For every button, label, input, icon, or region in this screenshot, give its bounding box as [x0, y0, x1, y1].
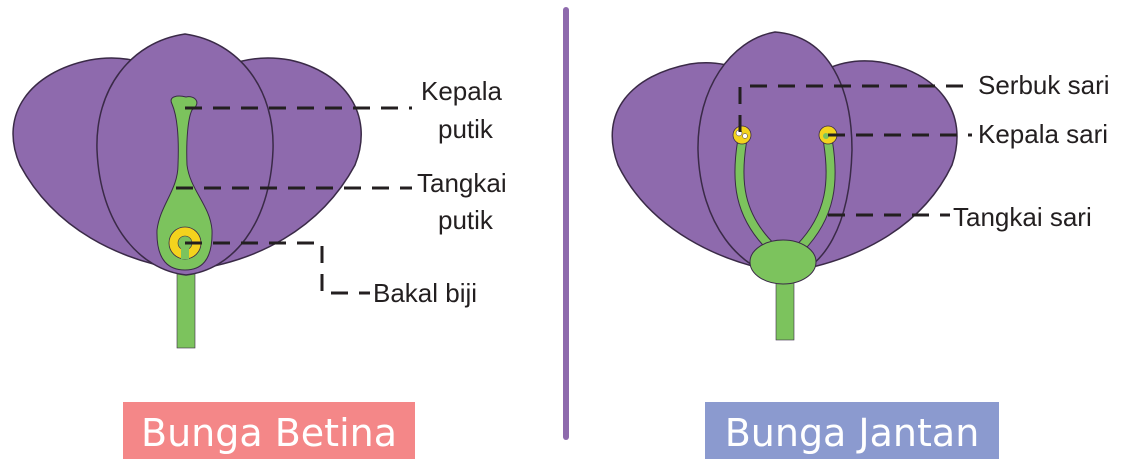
label-kepala-sari: Kepala sari: [978, 119, 1108, 149]
pollen-leader-line: [738, 84, 972, 132]
label-bakal-biji: Bakal biji: [373, 278, 477, 308]
male-flower: [611, 31, 958, 341]
ovule-leader-line: [185, 241, 370, 295]
female-title: Bunga Betina: [141, 411, 397, 455]
male-filament-right-fill: [796, 138, 835, 252]
male-anther-right-core: [823, 133, 829, 139]
pollen-grain-2: [742, 133, 748, 139]
male-leader-lines: [738, 84, 972, 217]
male-anther-left: [732, 125, 752, 145]
male-petal-center: [697, 31, 853, 279]
female-flower: [12, 33, 362, 349]
label-kepala-putik-line1: Kepala: [421, 76, 502, 106]
female-ovule-stalk: [181, 247, 189, 259]
male-receptacle: [749, 239, 817, 285]
male-title: Bunga Jantan: [725, 411, 980, 455]
female-stem: [176, 265, 196, 349]
female-title-background: [123, 402, 415, 459]
male-filament-left-fill: [735, 138, 776, 252]
label-tangkai-putik-line1: Tangkai: [417, 168, 507, 198]
female-leader-lines: [176, 106, 412, 295]
label-tangkai-sari: Tangkai sari: [953, 202, 1092, 232]
male-title-background: [705, 402, 999, 459]
label-tangkai-putik-line2: putik: [438, 205, 494, 235]
female-pistil: [156, 95, 213, 271]
label-kepala-putik-line2: putik: [438, 114, 494, 144]
label-serbuk-sari: Serbuk sari: [978, 70, 1110, 100]
